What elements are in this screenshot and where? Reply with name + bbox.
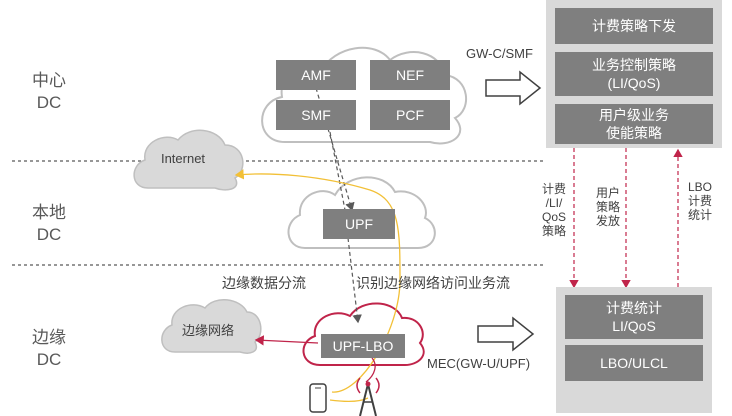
charging-policy-vlabel: 计费 /LI/ QoS 策略 (541, 182, 566, 238)
phone-icon (309, 383, 327, 413)
edge-split-label: 边缘数据分流 (222, 275, 306, 291)
upf-box: UPF (323, 209, 395, 239)
antenna-link (365, 357, 376, 383)
mec-label: MEC(GW-U/UPF) (427, 356, 531, 371)
charging-policy-box: 计费策略下发 (555, 8, 713, 44)
control-link-upf-edge (347, 237, 362, 324)
identify-flow-label: 识别边缘网络访问业务流 (356, 275, 510, 291)
lbo-stats-vlabel: LBO 计费 统计 (687, 180, 712, 222)
upf-lbo-box: UPF-LBO (321, 334, 405, 358)
edge-network-cloud (161, 299, 262, 354)
edge-network-arrow (254, 335, 319, 346)
gw-c-label: GW-C/SMF (466, 46, 533, 61)
mec-arrow (477, 316, 535, 352)
internet-cloud (133, 129, 244, 191)
device-flow (329, 397, 369, 402)
edge-network-label: 边缘网络 (181, 323, 234, 338)
user-policy-vlabel: 用户 策略 发放 (595, 186, 620, 228)
lbo-ulcl-box: LBO/ULCL (565, 345, 703, 381)
service-control-box: 业务控制策略(LI/QoS) (555, 52, 713, 96)
smf-box: SMF (276, 100, 356, 130)
user-enable-box: 用户级业务使能策略 (555, 104, 713, 144)
policy-panel: 计费策略下发 业务控制策略(LI/QoS) 用户级业务使能策略 (546, 0, 722, 148)
pcf-box: PCF (370, 100, 450, 130)
control-link-smf-upf (329, 131, 346, 211)
gw-c-arrow (485, 70, 542, 106)
internet-label: Internet (160, 151, 206, 166)
nef-box: NEF (370, 60, 450, 90)
amf-box: AMF (276, 60, 356, 90)
antenna-icon (356, 377, 380, 416)
